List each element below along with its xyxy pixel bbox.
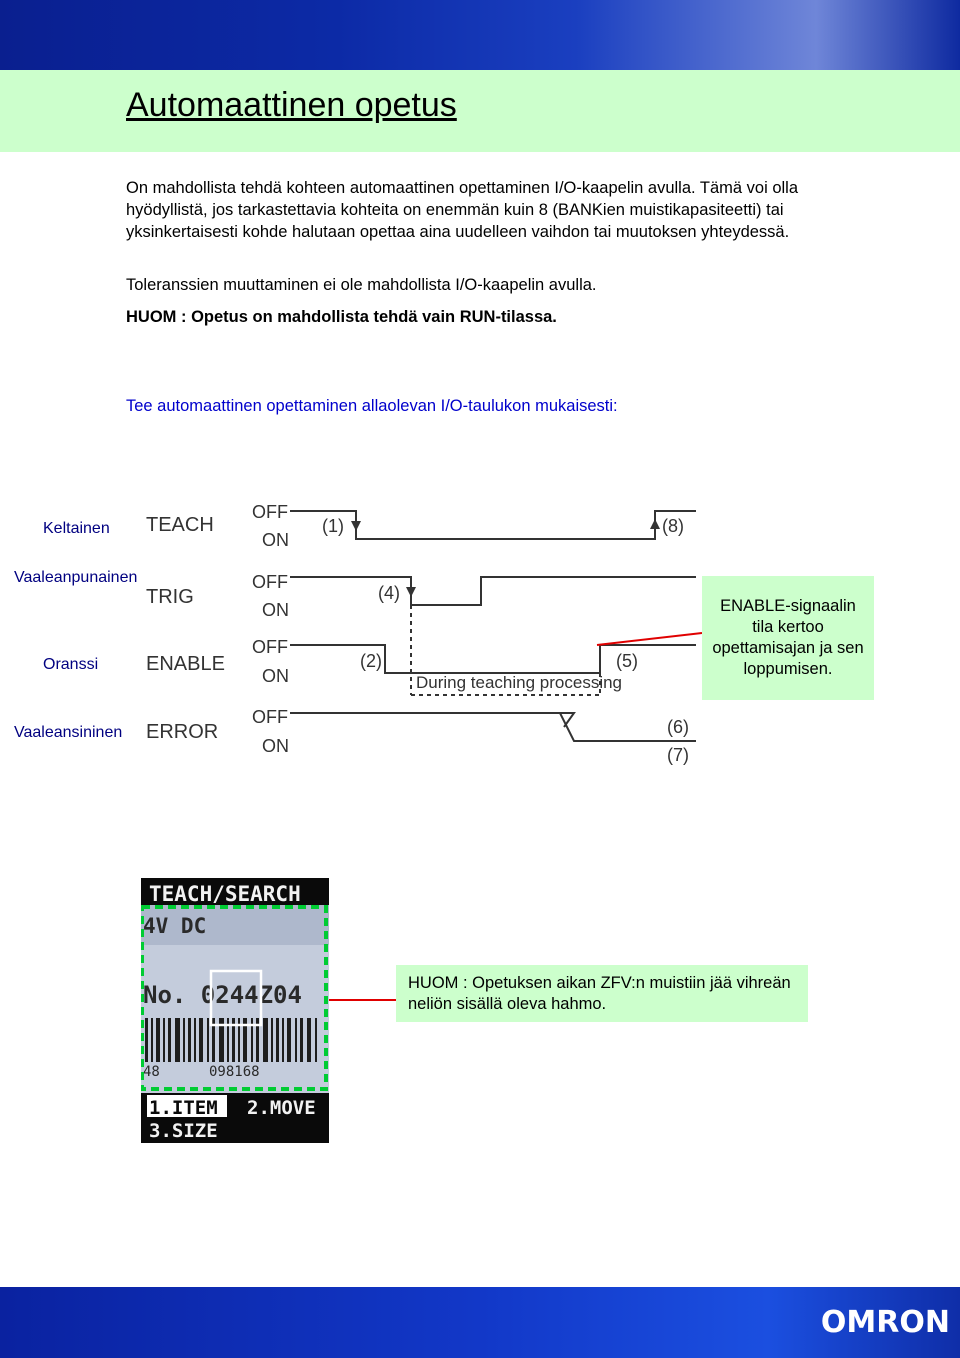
lcd-menu-item3: 3.SIZE [149, 1120, 218, 1142]
omron-logo: OMRON [821, 1305, 950, 1340]
enable-callout-text: ENABLE-signaalin tila kertoo opettamisaj… [710, 596, 866, 680]
lcd-digits-left: 48 [143, 1064, 160, 1080]
lcd-digits-right: 098168 [209, 1064, 260, 1080]
lcd-screenshot: TEACH/SEARCH 4V DC No. 0244Z04 48 098168… [141, 878, 329, 1143]
lcd-voltage: 4V DC [143, 914, 206, 938]
shape-callout-text: HUOM : Opetuksen aikan ZFV:n muistiin jä… [408, 974, 791, 1013]
lcd-menu-item1: 1.ITEM [149, 1097, 218, 1119]
lcd-title: TEACH/SEARCH [149, 882, 301, 906]
enable-callout-line [597, 633, 702, 645]
shape-callout: HUOM : Opetuksen aikan ZFV:n muistiin jä… [396, 965, 808, 1022]
footer-bar: OMRON [0, 1287, 960, 1358]
lcd-barcode-text: No. 0244Z04 [143, 981, 302, 1009]
enable-callout: ENABLE-signaalin tila kertoo opettamisaj… [702, 576, 874, 700]
lcd-menu-item2: 2.MOVE [247, 1097, 316, 1119]
